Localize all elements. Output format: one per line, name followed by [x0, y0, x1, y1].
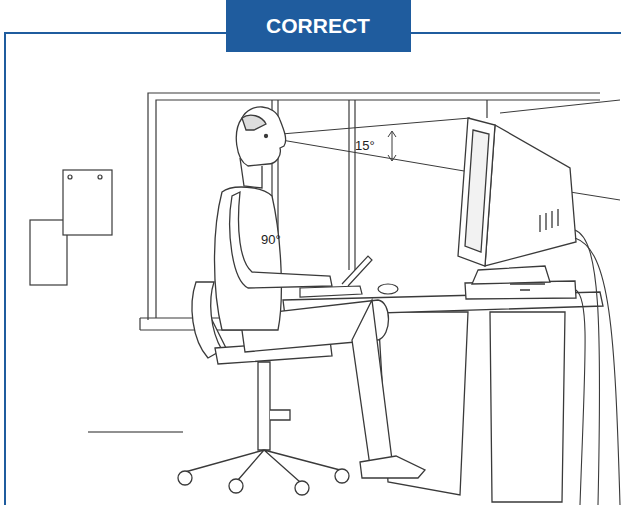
sight-lines-part: [258, 118, 470, 172]
wall-notes-part: [68, 175, 72, 179]
angle-label: 15°: [355, 139, 375, 152]
chair-part: [270, 410, 290, 420]
keyboard-mouse-part: [378, 284, 398, 294]
monitor-part: [540, 209, 558, 232]
chair-part: [178, 471, 192, 485]
chair-part: [185, 450, 340, 482]
title-banner: CORRECT: [226, 0, 411, 52]
person-part: [215, 187, 282, 330]
monitor: [458, 118, 576, 299]
cables-part: [575, 230, 600, 505]
monitor-part: [510, 284, 545, 290]
keyboard-mouse: [300, 256, 398, 297]
person-part: [265, 135, 268, 138]
frame-border-part: [5, 33, 232, 505]
person-part: [242, 115, 266, 130]
person-part: [230, 192, 332, 288]
wall-notes-part: [30, 220, 67, 285]
wall-notes-part: [63, 170, 112, 235]
desk-part: [490, 312, 565, 502]
keyboard-mouse-part: [300, 286, 362, 297]
angle-label: 90°: [261, 233, 281, 246]
chair-part: [335, 469, 349, 483]
leader-line: [88, 431, 183, 432]
leader-line-part: [88, 431, 183, 432]
person-part: [352, 300, 392, 466]
sight-lines-part: [388, 131, 396, 161]
person: [215, 107, 426, 478]
chair-part: [229, 479, 243, 493]
cables-part: [576, 290, 585, 505]
monitor-part: [465, 130, 489, 252]
person-part: [236, 107, 285, 166]
window-part: [486, 100, 487, 118]
monitor-part: [485, 125, 576, 266]
chair-part: [295, 481, 309, 495]
monitor-part: [472, 266, 550, 284]
monitor-part: [458, 118, 495, 266]
wall-notes: [30, 170, 112, 285]
keyboard-mouse-part: [342, 256, 372, 286]
frame-border: [5, 33, 621, 505]
wall-notes-part: [98, 175, 102, 179]
window-part: [348, 100, 349, 270]
frame-border-part: [405, 32, 621, 34]
cables: [575, 230, 620, 505]
chair-part: [258, 362, 270, 450]
person-part: [360, 456, 425, 478]
window-part: [354, 100, 355, 270]
cables-part: [575, 238, 620, 505]
